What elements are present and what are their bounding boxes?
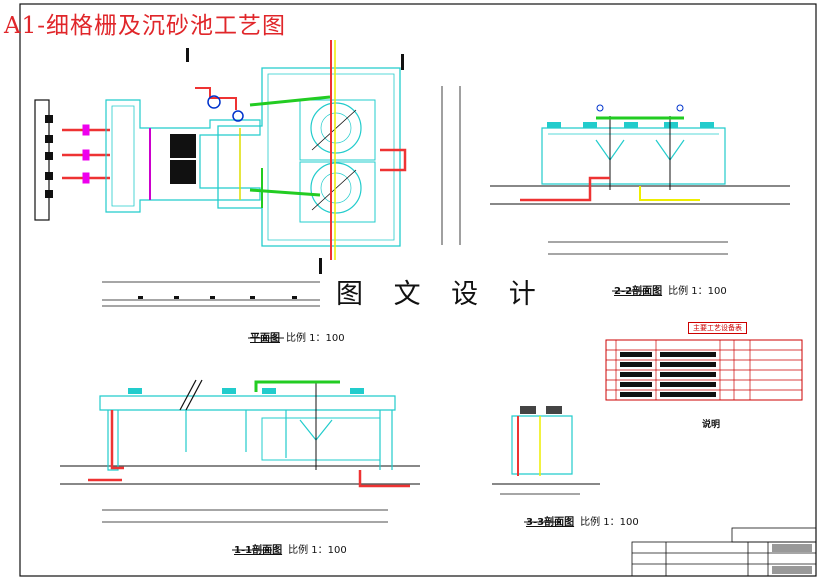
section-1-1-label: 1-1剖面图 xyxy=(234,545,283,556)
section-3-3-caption: 3-3剖面图比例 1：100 xyxy=(526,513,639,528)
section-1-1-caption: 1-1剖面图比例 1：100 xyxy=(234,541,347,556)
section-2-2-scale: 比例 1：100 xyxy=(668,286,727,297)
plan-view-caption: 平面图比例 1：100 xyxy=(250,329,345,344)
notes-block: 说明 xyxy=(656,420,720,431)
section-3-3-scale: 比例 1：100 xyxy=(580,517,639,528)
section-2-2-caption: 2-2剖面图比例 1：100 xyxy=(614,282,727,297)
plan-view-label: 平面图 xyxy=(250,333,280,344)
plan-view-scale: 比例 1：100 xyxy=(286,333,345,344)
title-block xyxy=(631,527,817,577)
section-2-2 xyxy=(490,104,790,292)
section-2-2-label: 2-2剖面图 xyxy=(614,286,663,297)
drawing-frame xyxy=(19,3,817,577)
section-3-3 xyxy=(492,406,600,523)
equipment-table xyxy=(605,339,803,401)
section-1-1 xyxy=(60,379,420,551)
watermark-text: 图 文 设 计 xyxy=(336,279,547,310)
section-3-3-label: 3-3剖面图 xyxy=(526,517,575,528)
section-1-1-scale: 比例 1：100 xyxy=(288,545,347,556)
drawing-title: A1-细格栅及沉砂池工艺图 xyxy=(4,13,287,39)
plan-view xyxy=(34,40,461,339)
equipment-table-title: 主要工艺设备表 xyxy=(688,322,747,334)
notes-title: 说明 xyxy=(702,420,721,430)
